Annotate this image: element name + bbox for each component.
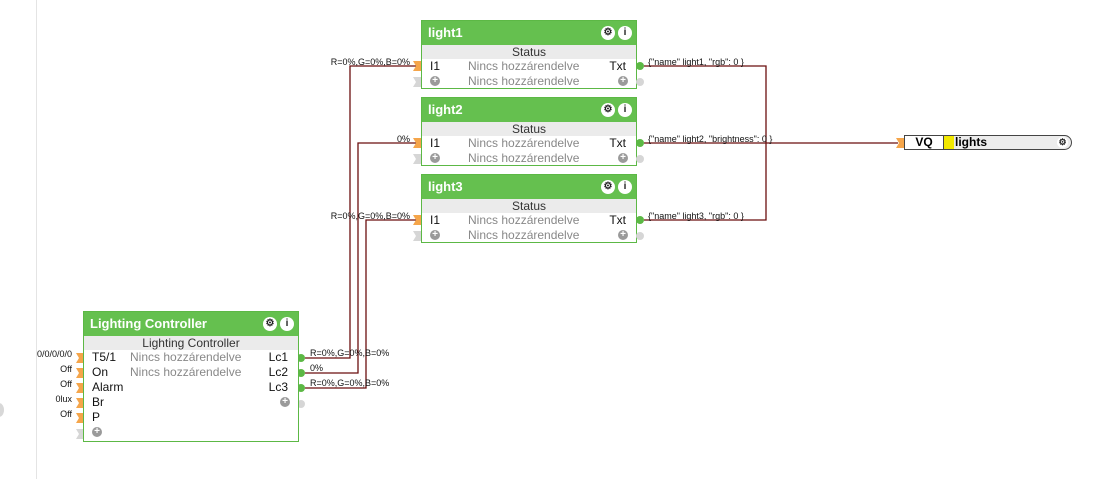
block-title: light1 (428, 25, 463, 40)
add-output-icon[interactable]: + (280, 397, 290, 407)
canvas-divider (36, 0, 37, 479)
add-output-icon[interactable]: + (618, 230, 628, 240)
output-pin-lc2[interactable]: Lc2 (268, 365, 288, 379)
gear-icon[interactable]: ⚙ (601, 103, 615, 117)
block-subtitle: Status (422, 122, 636, 136)
info-icon[interactable]: i (618, 103, 632, 117)
block-title: Lighting Controller (90, 316, 207, 331)
wire-lc2-light2 (305, 142, 420, 374)
light3-input-port (413, 215, 421, 225)
input-pin-i1[interactable]: I1 (430, 59, 441, 73)
ctrl-input-value: 0/0/0/0/0 (36, 349, 72, 359)
output-pin-lc1[interactable]: Lc1 (268, 350, 288, 364)
block-subtitle: Status (422, 199, 636, 213)
light2-input-value: 0% (396, 134, 410, 144)
add-output-icon[interactable]: + (618, 76, 628, 86)
light2-output-value: {"name" light2, "brightness": 0 } (648, 134, 773, 144)
unassigned-label: Nincs hozzárendelve (468, 213, 580, 227)
light1-input-port (413, 61, 421, 71)
unassigned-label: Nincs hozzárendelve (468, 136, 580, 150)
light1-input-value: R=0%,G=0%,B=0% (330, 57, 410, 67)
ctrl-input-value: Off (60, 379, 72, 389)
info-icon[interactable]: i (618, 180, 632, 194)
output-pin-txt[interactable]: Txt (609, 136, 626, 150)
block-header[interactable]: light3 ⚙i (422, 175, 636, 199)
light3-input-value: R=0%,G=0%,B=0% (330, 211, 410, 221)
light2-output-port (636, 139, 644, 147)
unassigned-label: Nincs hozzárendelve (130, 350, 242, 364)
ctrl-output-value: R=0%,G=0%,B=0% (310, 378, 390, 388)
light1-add-output-port (636, 78, 644, 86)
input-pin-i1[interactable]: I1 (430, 213, 441, 227)
block-lighting-controller[interactable]: Lighting Controller ⚙i Lighting Controll… (83, 311, 299, 442)
ctrl-output-value: R=0%,G=0%,B=0% (310, 348, 390, 358)
block-header[interactable]: light1 ⚙i (422, 21, 636, 45)
vq-name: lights (955, 135, 987, 149)
block-header[interactable]: light2 ⚙i (422, 98, 636, 122)
ctrl-input-value: 0lux (55, 394, 72, 404)
input-pin-alarm[interactable]: Alarm (92, 380, 124, 394)
block-header[interactable]: Lighting Controller ⚙i (84, 312, 298, 336)
light1-add-port (413, 77, 421, 87)
virtual-output-lights[interactable]: VQ lights ⚙ (904, 135, 1072, 150)
input-pin-i1[interactable]: I1 (430, 136, 441, 150)
add-output-icon[interactable]: + (618, 153, 628, 163)
vq-input-port (896, 138, 904, 148)
block-subtitle: Status (422, 45, 636, 59)
input-pin-p[interactable]: P (92, 410, 101, 424)
unassigned-label: Nincs hozzárendelve (130, 365, 242, 379)
info-icon[interactable]: i (618, 26, 632, 40)
light3-add-output-port (636, 232, 644, 240)
add-input-icon[interactable]: + (92, 427, 102, 437)
block-title: light2 (428, 102, 463, 117)
output-pin-txt[interactable]: Txt (609, 59, 626, 73)
unassigned-label: Nincs hozzárendelve (468, 151, 580, 165)
input-pin-t5[interactable]: T5/1 (92, 350, 117, 364)
vq-label: VQ (905, 136, 944, 149)
gear-icon[interactable]: ⚙ (263, 317, 277, 331)
output-pin-lc3[interactable]: Lc3 (268, 380, 288, 394)
light1-output-port (636, 62, 644, 70)
add-input-icon[interactable]: + (430, 230, 440, 240)
wire-light1-vq (644, 65, 767, 143)
block-subtitle: Lighting Controller (84, 336, 298, 350)
add-input-icon[interactable]: + (430, 76, 440, 86)
light2-add-port (413, 154, 421, 164)
input-pin-on[interactable]: On (92, 365, 109, 379)
block-title: light3 (428, 179, 463, 194)
unassigned-label: Nincs hozzárendelve (468, 74, 580, 88)
gear-icon[interactable]: ⚙ (1057, 137, 1068, 148)
info-icon[interactable]: i (280, 317, 294, 331)
light3-output-value: {"name" light3, "rgb": 0 } (648, 211, 744, 221)
unassigned-label: Nincs hozzárendelve (468, 228, 580, 242)
vq-color-marker (944, 136, 954, 149)
ctrl-input-value: Off (60, 409, 72, 419)
light2-add-output-port (636, 155, 644, 163)
ctrl-input-value: Off (60, 364, 72, 374)
input-pin-br[interactable]: Br (92, 395, 104, 409)
unassigned-label: Nincs hozzárendelve (468, 59, 580, 73)
light3-add-port (413, 231, 421, 241)
light1-output-value: {"name" light1, "rgb": 0 } (648, 57, 744, 67)
gear-icon[interactable]: ⚙ (601, 180, 615, 194)
output-pin-txt[interactable]: Txt (609, 213, 626, 227)
ctrl-output-value: 0% (310, 363, 324, 373)
light3-output-port (636, 216, 644, 224)
light2-input-port (413, 138, 421, 148)
wire-light3-vq (644, 143, 767, 221)
add-input-icon[interactable]: + (430, 153, 440, 163)
gear-icon[interactable]: ⚙ (601, 26, 615, 40)
canvas-scroll-handle[interactable] (0, 403, 4, 417)
